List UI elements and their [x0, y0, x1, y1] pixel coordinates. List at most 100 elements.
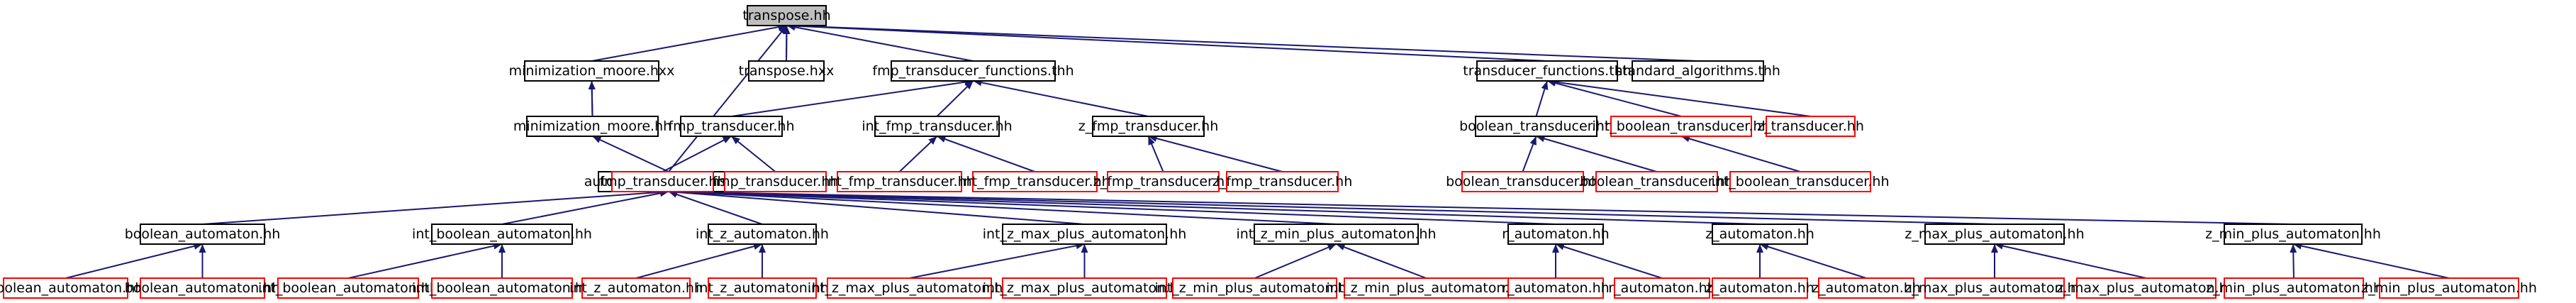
dependency-edge-automaton_functions-int_z_automaton — [668, 191, 763, 225]
node-ba_b[interactable]: boolean_automaton.hh — [125, 277, 281, 299]
node-izmax_b[interactable]: int_z_max_plus_automaton.hh — [983, 277, 1187, 299]
node-label: int_z_max_plus_automaton.hh — [983, 280, 1187, 296]
node-label: z_automaton.hh — [1705, 226, 1814, 242]
node-fmp_transducer[interactable]: fmp_transducer.hh — [668, 116, 795, 137]
node-r_automaton[interactable]: r_automaton.hh — [1502, 224, 1610, 245]
node-fmp_t_b[interactable]: fmp_transducer.hh — [712, 171, 839, 192]
node-int_bool_t_a[interactable]: int_boolean_transducer.hh — [1711, 171, 1890, 192]
dependency-edge-automaton_functions-z_min_plus_automaton — [668, 188, 2294, 225]
node-label: int_z_automaton.hh — [569, 280, 703, 296]
node-bool_t_a[interactable]: boolean_transducer.hh — [1446, 171, 1600, 192]
dependency-edge-z_min_plus_automaton-zmin_b — [2292, 242, 2450, 279]
node-int_fmp_transducer[interactable]: int_fmp_transducer.hh — [862, 116, 1013, 137]
node-label: z_automaton.hh — [1705, 280, 1814, 296]
node-zmax_b[interactable]: z_max_plus_automaton.hh — [2056, 277, 2236, 299]
node-int_boolean_transducer[interactable]: int_boolean_transducer.hh — [1592, 116, 1771, 137]
node-zmax_a[interactable]: z_max_plus_automaton.hh — [1905, 277, 2085, 299]
node-standard_algorithms[interactable]: standard_algorithms.thh — [1615, 60, 1780, 82]
node-box — [1924, 277, 2065, 299]
node-iza_a[interactable]: int_z_automaton.hh — [569, 277, 703, 299]
node-box — [1610, 116, 1752, 137]
node-iba_a[interactable]: int_boolean_automaton.hh — [258, 277, 438, 299]
dependency-edge-automaton_functions-z_max_plus_automaton — [668, 188, 1995, 225]
node-box — [1729, 171, 1871, 192]
node-box — [1172, 277, 1337, 299]
node-ba_a[interactable]: boolean_automaton.hh — [0, 277, 143, 299]
node-label: int_z_automaton.hh — [696, 280, 829, 296]
node-min_moore_hh[interactable]: minimization_moore.hh — [513, 116, 671, 137]
node-box — [431, 277, 573, 299]
node-label: int_z_min_plus_automaton.hh — [1326, 280, 1526, 296]
node-label: int_boolean_transducer.hh — [1592, 119, 1770, 134]
node-box — [1092, 116, 1205, 137]
node-label: int_fmp_transducer.hh — [862, 119, 1012, 134]
node-z_transducer[interactable]: z_transducer.hh — [1757, 116, 1864, 137]
node-boolean_automaton[interactable]: boolean_automaton.hh — [125, 224, 281, 245]
node-int_fmp_t_b[interactable]: int_fmp_transducer.hh — [959, 171, 1110, 192]
node-zmin_a[interactable]: z_min_plus_automaton.hh — [2206, 277, 2382, 299]
node-box — [748, 60, 825, 82]
dependency-edge-int_boolean_automaton-iba_a — [347, 242, 503, 279]
node-izmin_a[interactable]: int_z_min_plus_automaton.hh — [1154, 277, 1355, 299]
node-box — [1507, 224, 1604, 245]
node-box — [837, 171, 962, 192]
node-label: z_automaton.hh — [1812, 280, 1921, 296]
node-z_fmp_t_b[interactable]: z_fmp_transducer.hh — [1212, 171, 1353, 192]
node-label: z_fmp_transducer.hh — [1078, 119, 1219, 134]
node-int_z_automaton[interactable]: int_z_automaton.hh — [696, 224, 829, 245]
node-label: fmp_transducer.hh — [668, 119, 794, 134]
node-label: int_boolean_automaton.hh — [258, 280, 438, 296]
dependency-edge-int_boolean_transducer-int_bool_t_a — [1680, 135, 1801, 172]
node-bool_t_b[interactable]: boolean_transducer.hh — [1580, 171, 1734, 192]
node-izmax_a[interactable]: int_z_max_plus_automaton.hh — [808, 277, 1012, 299]
node-box — [524, 60, 659, 82]
dependency-edge-transpose-standard_algorithms — [786, 22, 1698, 62]
dependency-edge-transpose-min_moore_hxx — [591, 23, 787, 62]
node-fmp_transducer_functions[interactable]: fmp_transducer_functions.thh — [872, 60, 1074, 82]
dependency-edge-z_min_plus_automaton-zmin_a — [2290, 243, 2297, 279]
node-box — [1632, 60, 1764, 82]
node-label: r_automaton.hh — [1502, 226, 1609, 242]
node-z_fmp_t_a[interactable]: z_fmp_transducer.hh — [1093, 171, 1234, 192]
node-label: int_fmp_transducer.hh — [959, 174, 1110, 189]
node-iba_b[interactable]: int_boolean_automaton.hh — [412, 277, 592, 299]
node-box — [827, 277, 992, 299]
node-int_z_max_plus_automaton[interactable]: int_z_max_plus_automaton.hh — [983, 224, 1187, 245]
node-box — [1476, 60, 1618, 82]
node-boolean_transducer[interactable]: boolean_transducer.hh — [1459, 116, 1613, 137]
node-box — [2076, 277, 2217, 299]
dependency-edge-boolean_transducer-bool_t_a — [1522, 136, 1537, 172]
node-izmin_b[interactable]: int_z_min_plus_automaton.hh — [1326, 277, 1527, 299]
node-box — [891, 60, 1056, 82]
node-box — [1344, 277, 1509, 299]
dependency-edge-transpose-fmp_transducer_functions — [786, 23, 974, 62]
node-ra_b[interactable]: r_automaton.hh — [1608, 277, 1716, 299]
node-z_automaton[interactable]: z_automaton.hh — [1705, 224, 1814, 245]
node-transducer_functions[interactable]: transducer_functions.thh — [1463, 60, 1632, 82]
node-za_b[interactable]: z_automaton.hh — [1812, 277, 1921, 299]
node-int_fmp_t_a[interactable]: int_fmp_transducer.hh — [824, 171, 975, 192]
node-z_min_plus_automaton[interactable]: z_min_plus_automaton.hh — [2205, 224, 2381, 245]
node-za_a[interactable]: z_automaton.hh — [1705, 277, 1814, 299]
node-label: z_min_plus_automaton.hh — [2206, 280, 2382, 296]
node-min_moore_hxx[interactable]: minimization_moore.hxx — [509, 60, 675, 82]
dependency-edge-int_z_min_plus_automaton-izmin_b — [1336, 243, 1427, 279]
node-int_z_min_plus_automaton[interactable]: int_z_min_plus_automaton.hh — [1236, 224, 1437, 245]
node-label: fmp_transducer.hh — [599, 174, 725, 189]
node-fmp_t_a[interactable]: fmp_transducer.hh — [599, 171, 726, 192]
node-zmin_b[interactable]: z_min_plus_automaton.hh — [2361, 277, 2537, 299]
node-int_boolean_automaton[interactable]: int_boolean_automaton.hh — [412, 224, 592, 245]
node-box — [747, 5, 827, 26]
node-box — [140, 277, 265, 299]
node-ra_a[interactable]: r_automaton.hh — [1502, 277, 1610, 299]
node-transpose_hxx[interactable]: transpose.hxx — [739, 60, 835, 82]
node-box — [277, 277, 419, 299]
node-box — [1461, 171, 1584, 192]
node-z_max_plus_automaton[interactable]: z_max_plus_automaton.hh — [1905, 224, 2085, 245]
node-box — [1924, 224, 2065, 245]
dependency-edge-transpose-automaton_functions — [668, 25, 788, 172]
node-label: r_automaton.hh — [1608, 280, 1715, 296]
node-iza_b[interactable]: int_z_automaton.hh — [696, 277, 829, 299]
node-z_fmp_transducer[interactable]: z_fmp_transducer.hh — [1078, 116, 1219, 137]
node-box — [1818, 277, 1914, 299]
